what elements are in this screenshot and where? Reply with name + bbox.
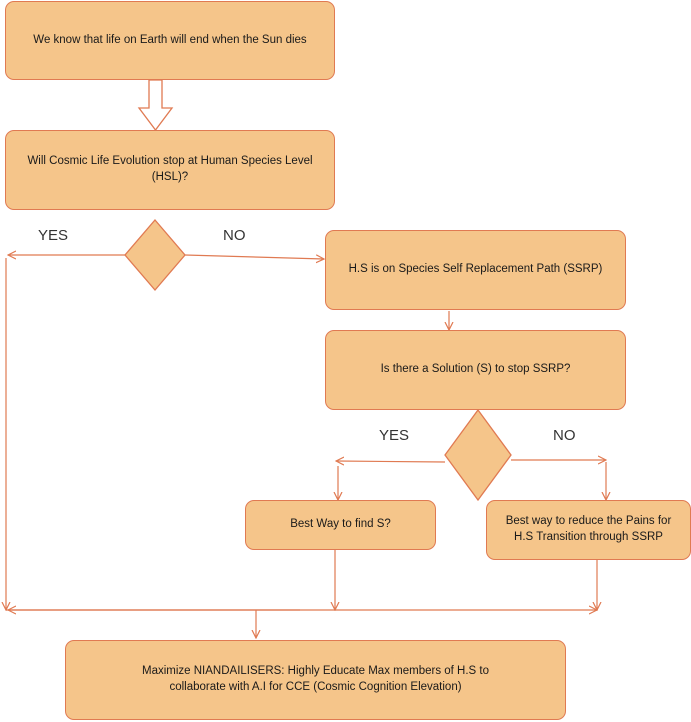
edge-yes-solution (336, 461, 446, 462)
label-yes-hsl: YES (38, 227, 69, 244)
label-no-solution: NO (553, 427, 576, 444)
node-solution-question: Is there a Solution (S) to stop SSRP? (325, 330, 626, 410)
node-reduce-pains: Best way to reduce the Pains for H.S Tra… (486, 500, 691, 560)
node-find-s: Best Way to find S? (245, 500, 436, 550)
node-life-on-earth: We know that life on Earth will end when… (5, 1, 335, 80)
node-ssrp: H.S is on Species Self Replacement Path … (325, 230, 626, 310)
label-no-hsl: NO (223, 227, 246, 244)
node-cosmic-life-evolution: Will Cosmic Life Evolution stop at Human… (5, 130, 335, 210)
decision-diamond-solution (444, 408, 512, 502)
node-maximize-niandailisers: Maximize NIANDAILISERS: Highly Educate M… (65, 640, 566, 720)
label-yes-solution: YES (379, 427, 410, 444)
decision-diamond-hsl (124, 219, 186, 291)
hollow-arrow-connector (137, 79, 174, 132)
edge-no-hsl (184, 255, 324, 259)
